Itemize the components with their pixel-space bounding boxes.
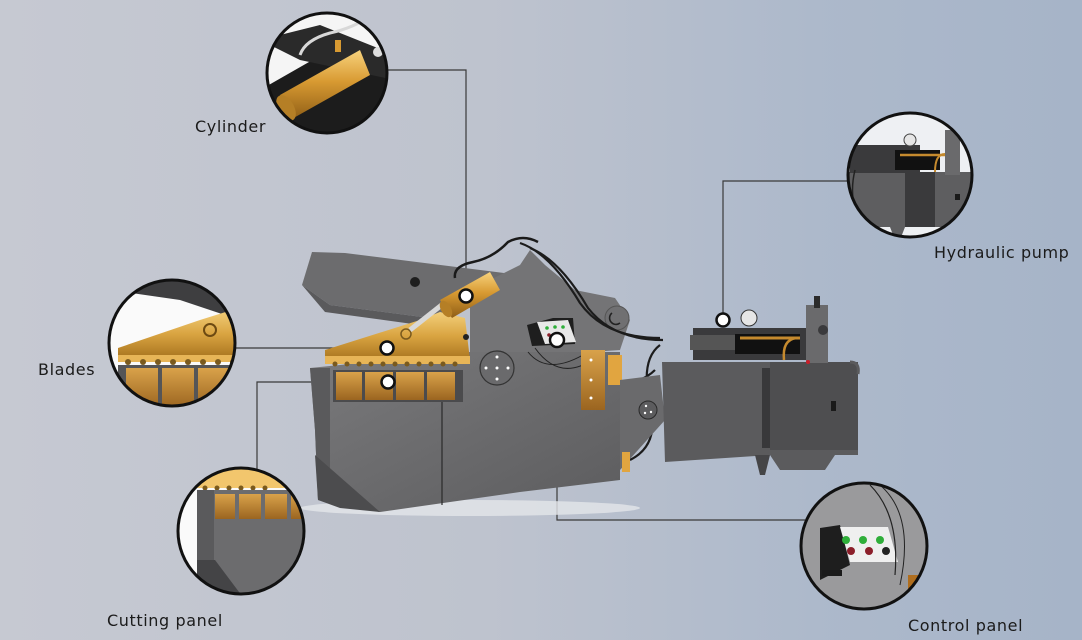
blades-marker[interactable] <box>379 340 395 356</box>
control-panel-marker[interactable] <box>548 331 566 349</box>
blades-label: Blades <box>38 360 96 379</box>
cylinder-callout-line <box>386 69 467 295</box>
shear-housing <box>470 250 630 360</box>
cutting-panel-marker[interactable] <box>380 374 396 390</box>
side-bracket <box>581 350 605 410</box>
cylinder-callout-circle <box>265 11 389 135</box>
cutting-panel-callout-circle <box>176 466 306 596</box>
hotspot-markers <box>379 288 731 390</box>
hydraulic-pump-callout-line <box>722 180 848 318</box>
blade <box>325 312 470 367</box>
hydraulic-pump-unit <box>662 296 860 475</box>
hydraulic-pump-label: Hydraulic pump <box>934 243 1070 262</box>
cylinder-label: Cylinder <box>195 117 267 136</box>
cutting-panel-label: Cutting panel <box>107 611 223 630</box>
shear-machine <box>300 236 665 516</box>
cutting-panel-boxes <box>333 370 463 402</box>
green-button <box>842 536 850 544</box>
control-panel-callout-circle <box>799 481 929 611</box>
cylinder-marker[interactable] <box>458 288 474 304</box>
hydraulic-pump-marker[interactable] <box>715 312 731 328</box>
control-panel-label: Control panel <box>908 616 1024 635</box>
blades-callout-circle <box>107 278 237 408</box>
red-button <box>847 547 855 555</box>
hydraulic-pump-callout-circle <box>846 111 974 239</box>
